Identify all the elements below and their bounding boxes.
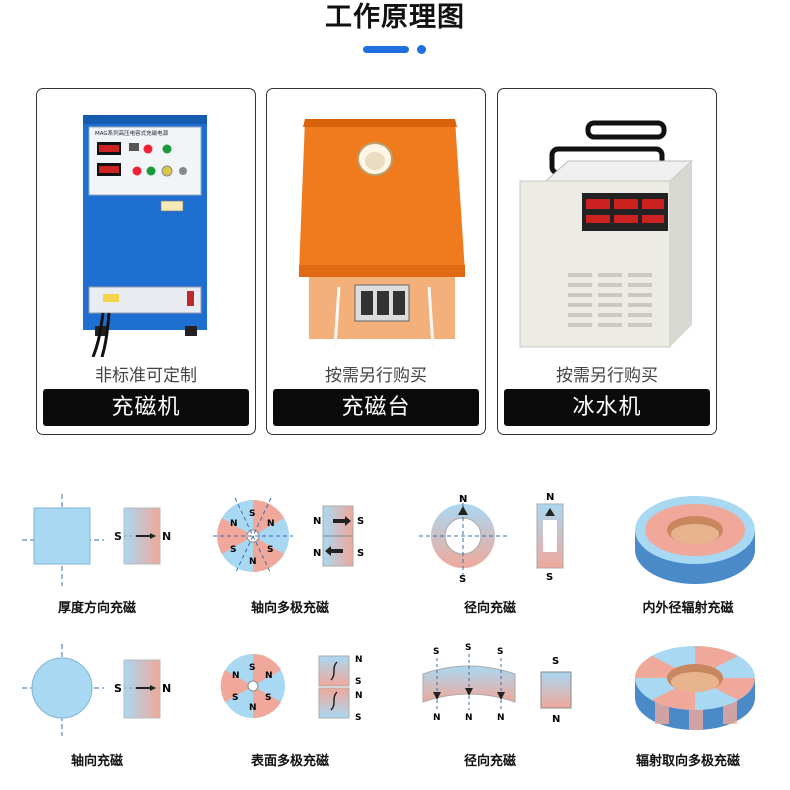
diagram-caption: 辐射取向多极充磁 xyxy=(635,754,740,769)
diagram-surface-multipole: S N S N S N N S N S xyxy=(205,640,385,750)
pole-label: N xyxy=(313,548,321,559)
diagram-caption: 轴向充磁 xyxy=(70,754,123,769)
pole-label: N xyxy=(497,713,505,723)
card-magnetizer: MAG系列高压电容式充磁电源 非标准可定制 充磁机 xyxy=(36,88,256,435)
card-note: 按需另行购买 xyxy=(325,366,427,386)
card-chiller: 按需另行购买 冰水机 xyxy=(497,88,717,435)
diagram-caption: 表面多极充磁 xyxy=(250,754,329,769)
diagram-caption: 轴向多极充磁 xyxy=(250,601,329,616)
pole-label: S xyxy=(232,693,238,703)
pole-label: S xyxy=(230,545,236,555)
pole-label: S xyxy=(357,548,364,559)
pole-label: S xyxy=(433,647,439,657)
title-underline-bar xyxy=(363,46,409,53)
pole-label: N xyxy=(265,671,273,681)
pole-label: N xyxy=(249,703,257,713)
pole-label: S xyxy=(546,572,553,583)
diagram-radial-2: S S S N N N S N xyxy=(405,640,585,750)
pole-label: N xyxy=(355,691,363,701)
diagram-thickness-magnetizing: S N xyxy=(12,490,192,600)
diagram-inner-outer-radial xyxy=(603,490,783,600)
page-title: 工作原理图 xyxy=(325,2,465,33)
diagram-axial-multipole: S N S N S N N S S N xyxy=(205,490,385,600)
pole-label: S xyxy=(265,693,271,703)
pole-label: N xyxy=(162,682,171,695)
fixture-image xyxy=(275,97,477,434)
pole-label: S xyxy=(355,713,361,723)
card-label: 充磁机 xyxy=(43,389,249,426)
pole-label: N xyxy=(433,713,441,723)
pole-label: S xyxy=(249,509,255,519)
card-fixture: 按需另行购买 充磁台 xyxy=(266,88,486,435)
diagram-caption: 内外径辐射充磁 xyxy=(642,601,734,616)
pole-label: N xyxy=(232,671,240,681)
chiller-image xyxy=(506,97,708,434)
pole-label: N xyxy=(267,519,275,529)
pole-label: N xyxy=(546,492,554,503)
pole-label: S xyxy=(355,677,361,687)
magnetizer-image: MAG系列高压电容式充磁电源 xyxy=(45,97,247,434)
pole-label: N xyxy=(162,530,171,543)
pole-label: S xyxy=(497,647,503,657)
pole-label: S xyxy=(465,643,471,653)
pole-label: S xyxy=(114,530,122,543)
diagram-caption: 厚度方向充磁 xyxy=(57,601,136,616)
diagram-caption: 径向充磁 xyxy=(463,601,516,616)
pole-label: S xyxy=(357,516,364,527)
pole-label: S xyxy=(249,663,255,673)
pole-label: N xyxy=(313,516,321,527)
title-underline-dot xyxy=(417,45,426,54)
card-label: 充磁台 xyxy=(273,389,479,426)
card-note: 按需另行购买 xyxy=(556,366,658,386)
pole-label: N xyxy=(230,519,238,529)
pole-label: N xyxy=(249,557,257,567)
card-label: 冰水机 xyxy=(504,389,710,426)
pole-label: S xyxy=(552,656,559,667)
diagram-caption: 径向充磁 xyxy=(463,754,516,769)
card-note: 非标准可定制 xyxy=(95,366,197,386)
diagram-radial-1: N S N S xyxy=(405,490,585,600)
pole-label: N xyxy=(465,713,473,723)
pole-label: S xyxy=(459,574,466,585)
pole-label: N xyxy=(552,714,560,725)
pole-label: S xyxy=(114,682,122,695)
pole-label: N xyxy=(355,655,363,665)
diagram-radiation-multipole xyxy=(603,640,783,750)
diagram-axial: S N xyxy=(12,640,192,750)
pole-label: N xyxy=(459,494,467,505)
pole-label: S xyxy=(267,545,273,555)
screen-title-text: MAG系列高压电容式充磁电源 xyxy=(95,129,169,137)
